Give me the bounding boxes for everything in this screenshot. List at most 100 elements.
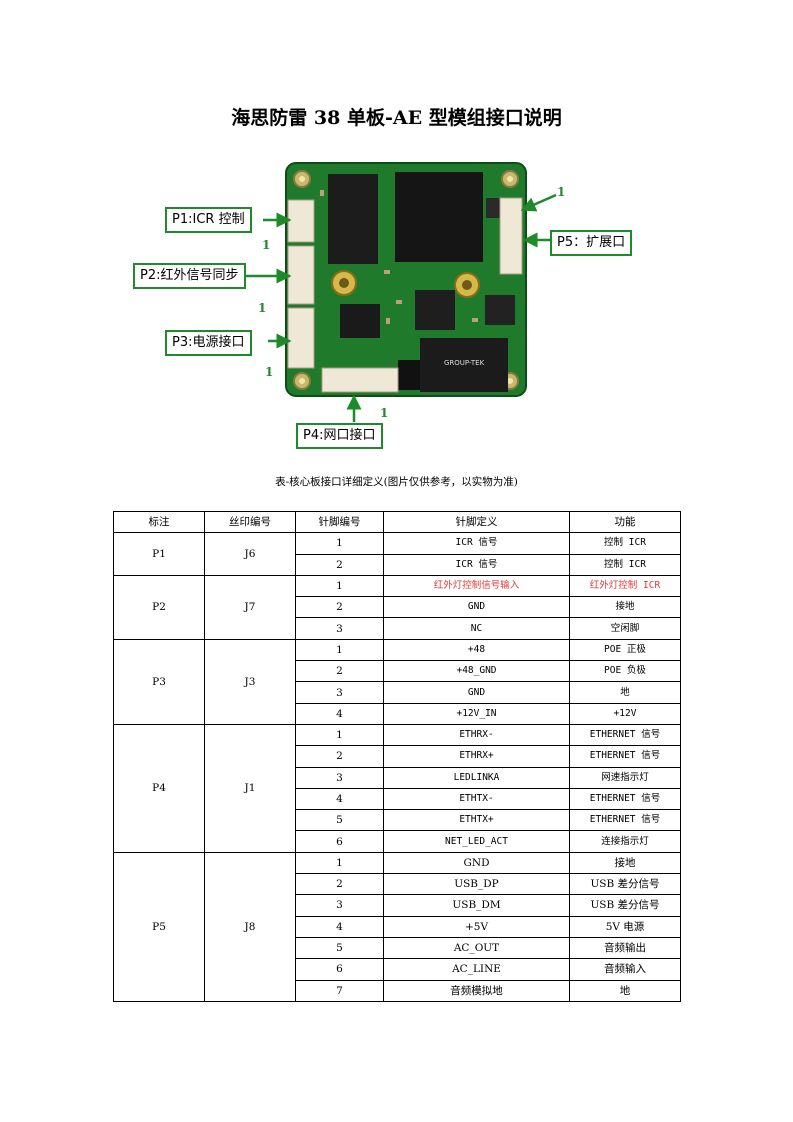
connector-p3: [287, 307, 315, 369]
group-silk: J8: [204, 851, 296, 1002]
callout-p3: P3:电源接口: [165, 330, 252, 356]
table-row: P3 J3 1 +48 POE 正极: [113, 638, 681, 725]
pin-definition: LEDLINKA: [383, 766, 570, 789]
pin-definition: USB_DM: [383, 894, 570, 917]
pin-number: 1: [295, 532, 384, 555]
group-label: P2: [113, 574, 205, 640]
pin-function: ETHERNET 信号: [569, 787, 681, 811]
connector-p5: [499, 197, 523, 275]
pin-function: 网速指示灯: [569, 766, 681, 789]
pin-definition: ICR 信号: [383, 532, 570, 555]
table-row: 3 LEDLINKA 网速指示灯: [114, 766, 681, 789]
group-label: P5: [113, 851, 205, 1002]
pin-function: +12V: [569, 702, 681, 725]
pin-number: 3: [295, 894, 384, 917]
pin-definition: ICR 信号: [383, 553, 570, 576]
pin-number: 1: [295, 574, 384, 598]
group-label: P1: [113, 532, 205, 576]
header-label: 标注: [113, 510, 205, 534]
group-silk: J6: [204, 532, 296, 576]
pin-definition: 音频模拟地: [383, 979, 570, 1002]
magnetics-chip: [420, 338, 508, 392]
pin-definition: NC: [383, 617, 570, 640]
pin-definition: ETHTX+: [383, 809, 570, 832]
table-row: P2 J7 1 红外灯控制信号输入 红外灯控制 ICR: [113, 574, 681, 640]
pin-function: 音频输入: [569, 958, 681, 981]
callout-p2: P2:红外信号同步: [133, 263, 246, 289]
pin-function: ETHERNET 信号: [569, 809, 681, 832]
group-label: P4: [113, 723, 205, 853]
header-pin: 针脚编号: [295, 510, 384, 534]
pin-function: USB 差分信号: [569, 894, 681, 917]
pin1-marker-p4: 1: [380, 406, 389, 420]
table-row: 2 USB_DP USB 差分信号: [114, 873, 681, 896]
pin-definition: +5V: [383, 915, 570, 938]
pin-function: 接地: [569, 851, 681, 875]
pin-definition: GND: [383, 851, 570, 875]
pin-number: 5: [295, 809, 384, 832]
table-row: 7 音频模拟地 地: [114, 979, 681, 1002]
group-label: P3: [113, 638, 205, 725]
page-title: 海思防雷 38 单板-AE 型模组接口说明: [231, 107, 562, 129]
pin-function: 地: [569, 681, 681, 704]
pin-definition: ETHRX-: [383, 723, 570, 747]
table-row: 4 +5V 5V 电源: [114, 915, 681, 938]
pin-function: ETHERNET 信号: [569, 745, 681, 768]
table-row: 3 USB_DM USB 差分信号: [114, 894, 681, 917]
pin-number: 4: [295, 702, 384, 725]
group-silk: J1: [204, 723, 296, 853]
pin-number: 4: [295, 787, 384, 811]
callout-p5: P5：扩展口: [550, 230, 633, 256]
pin1-marker-p3: 1: [265, 365, 274, 379]
pin-function: ETHERNET 信号: [569, 723, 681, 747]
table-row: P4 J1 1 ETHRX- ETHERNET 信号: [113, 723, 681, 853]
pin-number: 3: [295, 617, 384, 640]
pin-definition: USB_DP: [383, 873, 570, 896]
pin-function: 连接指示灯: [569, 830, 681, 853]
board-figure: GROUP-TEK P1:ICR 控制 P2:红外信号同步 P3:电源接口 P4: [0, 150, 793, 455]
pin-number: 2: [295, 553, 384, 576]
table-header-row: 标注 丝印编号 针脚编号 针脚定义 功能: [113, 510, 681, 534]
pin-definition: AC_LINE: [383, 958, 570, 981]
pin-number: 1: [295, 723, 384, 747]
header-function: 功能: [569, 510, 681, 534]
pin-definition: AC_OUT: [383, 936, 570, 960]
pin-definition: NET_LED_ACT: [383, 830, 570, 853]
soc-chip: [395, 172, 483, 262]
pin-definition: +48_GND: [383, 660, 570, 683]
pin1-marker-p1: 1: [262, 238, 271, 252]
pin-function: POE 正极: [569, 638, 681, 662]
pin-function: 5V 电源: [569, 915, 681, 938]
group-silk: J7: [204, 574, 296, 640]
pin-number: 2: [295, 745, 384, 768]
pin-number: 6: [295, 830, 384, 853]
pin-function: POE 负极: [569, 660, 681, 683]
callout-p4: P4:网口接口: [296, 423, 383, 449]
pin-function: 接地: [569, 596, 681, 619]
table-row: P1 J6 1 ICR 信号 控制 ICR: [113, 532, 681, 576]
pin-definition: 红外灯控制信号输入: [383, 574, 570, 598]
pin-number: 1: [295, 851, 384, 875]
pin1-marker-p5: 1: [557, 185, 566, 199]
header-silk: 丝印编号: [204, 510, 296, 534]
pin-definition: GND: [383, 596, 570, 619]
pin-number: 6: [295, 958, 384, 981]
pin-definition: +12V_IN: [383, 702, 570, 725]
pin-number: 7: [295, 979, 384, 1002]
pin-number: 2: [295, 873, 384, 896]
pin-function: 音频输出: [569, 936, 681, 960]
pin-definition: GND: [383, 681, 570, 704]
pin-function: 控制 ICR: [569, 553, 681, 576]
pin-number: 3: [295, 766, 384, 789]
table-row: 2 ETHRX+ ETHERNET 信号: [114, 745, 681, 768]
pin-number: 1: [295, 638, 384, 662]
board-photo: GROUP-TEK: [243, 162, 557, 422]
group-silk: J3: [204, 638, 296, 725]
pin-definition: +48: [383, 638, 570, 662]
pin-number: 4: [295, 915, 384, 938]
pin-number: 2: [295, 660, 384, 683]
figure-caption: 表-核心板接口详细定义(图片仅供参考，以实物为准): [275, 476, 518, 488]
header-definition: 针脚定义: [383, 510, 570, 534]
table-row: 2 GND 接地: [114, 596, 681, 619]
table-row: 6 AC_LINE 音频输入: [114, 958, 681, 981]
